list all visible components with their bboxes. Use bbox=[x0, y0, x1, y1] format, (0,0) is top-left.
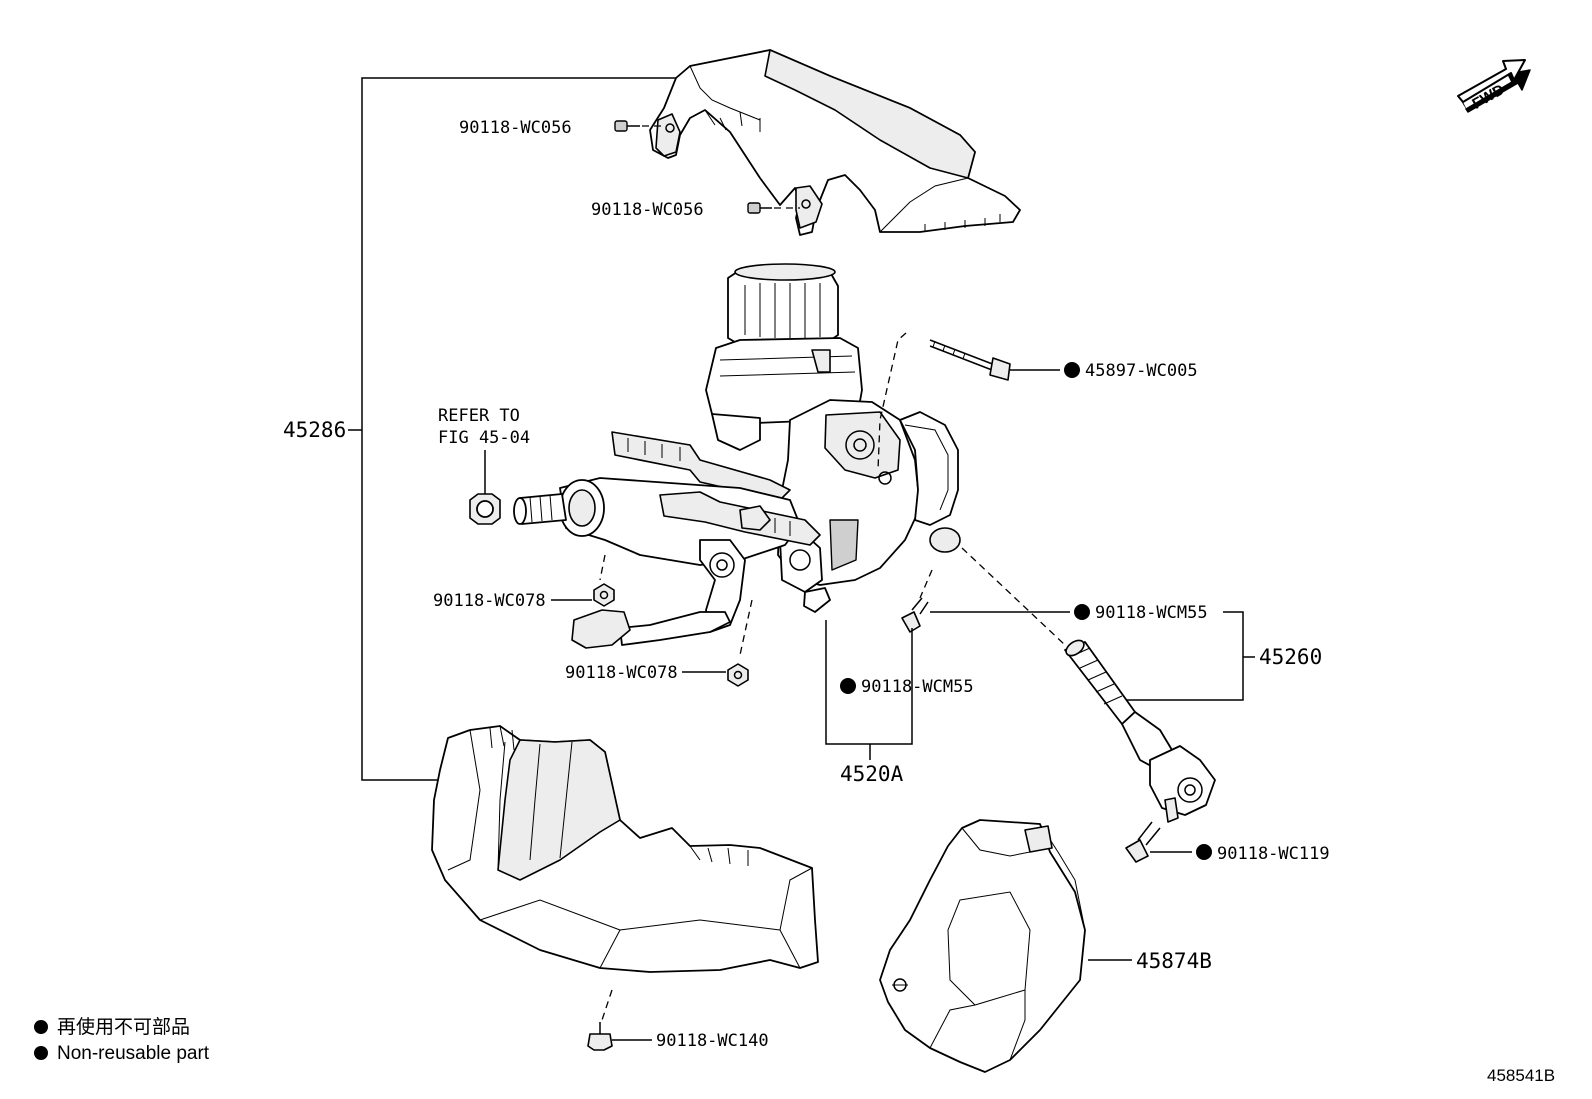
label-column-assy: 4520A bbox=[840, 762, 904, 786]
legend-bullet-jp bbox=[34, 1020, 48, 1034]
lower-column-cover[interactable] bbox=[431, 725, 819, 973]
label-nut-wc078-a: 90118-WC078 bbox=[433, 591, 546, 611]
label-refer-line1: REFER TO bbox=[438, 406, 520, 426]
steering-protector[interactable] bbox=[879, 819, 1132, 1073]
label-screw-wc140: 90118-WC140 bbox=[656, 1031, 769, 1051]
upper-column-cover[interactable] bbox=[649, 49, 1021, 236]
legend-bullet-en bbox=[34, 1046, 48, 1060]
label-refer-line2: FIG 45-04 bbox=[438, 428, 530, 448]
screw-wc140[interactable] bbox=[587, 989, 652, 1051]
label-screw-wc056-upper: 90118-WC056 bbox=[459, 118, 572, 138]
label-nut-wc078-b: 90118-WC078 bbox=[565, 663, 678, 683]
figure-id: 458541B bbox=[1487, 1066, 1555, 1085]
bolt-wcm55-a[interactable] bbox=[901, 569, 1090, 633]
legend-jp: 再使用不可部品 bbox=[57, 1016, 190, 1038]
label-screw-wc056-lower: 90118-WC056 bbox=[591, 200, 704, 220]
nut-wc078-b[interactable] bbox=[682, 599, 753, 687]
intermediate-shaft[interactable] bbox=[961, 547, 1216, 823]
bolt-45897-wc005[interactable] bbox=[877, 332, 1080, 471]
label-cover-assy: 45286 bbox=[283, 418, 346, 442]
steering-column-assy[interactable] bbox=[513, 263, 961, 649]
screw-wc056-upper[interactable] bbox=[614, 120, 664, 132]
label-bolt-wcm55-b: 90118-WCM55 bbox=[861, 677, 974, 697]
legend: 再使用不可部品 Non-reusable part bbox=[34, 1016, 210, 1064]
nut-wc078-a[interactable] bbox=[551, 554, 615, 607]
screw-wc056-lower[interactable] bbox=[747, 202, 800, 214]
refer-nut[interactable] bbox=[469, 450, 501, 525]
shaft-assy-bracket bbox=[1120, 611, 1255, 701]
label-bolt-wc119: 90118-WC119 bbox=[1217, 844, 1330, 864]
legend-en: Non-reusable part bbox=[57, 1043, 210, 1064]
label-bolt-wcm55-a: 90118-WCM55 bbox=[1095, 603, 1208, 623]
label-bolt-45897-wc005: 45897-WC005 bbox=[1085, 361, 1198, 381]
column-assy-bracket bbox=[825, 620, 913, 760]
bolt-wc119[interactable] bbox=[1125, 821, 1212, 863]
label-protector: 45874B bbox=[1136, 949, 1212, 973]
fwd-arrow-icon bbox=[1457, 59, 1531, 113]
label-shaft-assy: 45260 bbox=[1259, 645, 1322, 669]
cover-assy-bracket bbox=[348, 77, 682, 781]
